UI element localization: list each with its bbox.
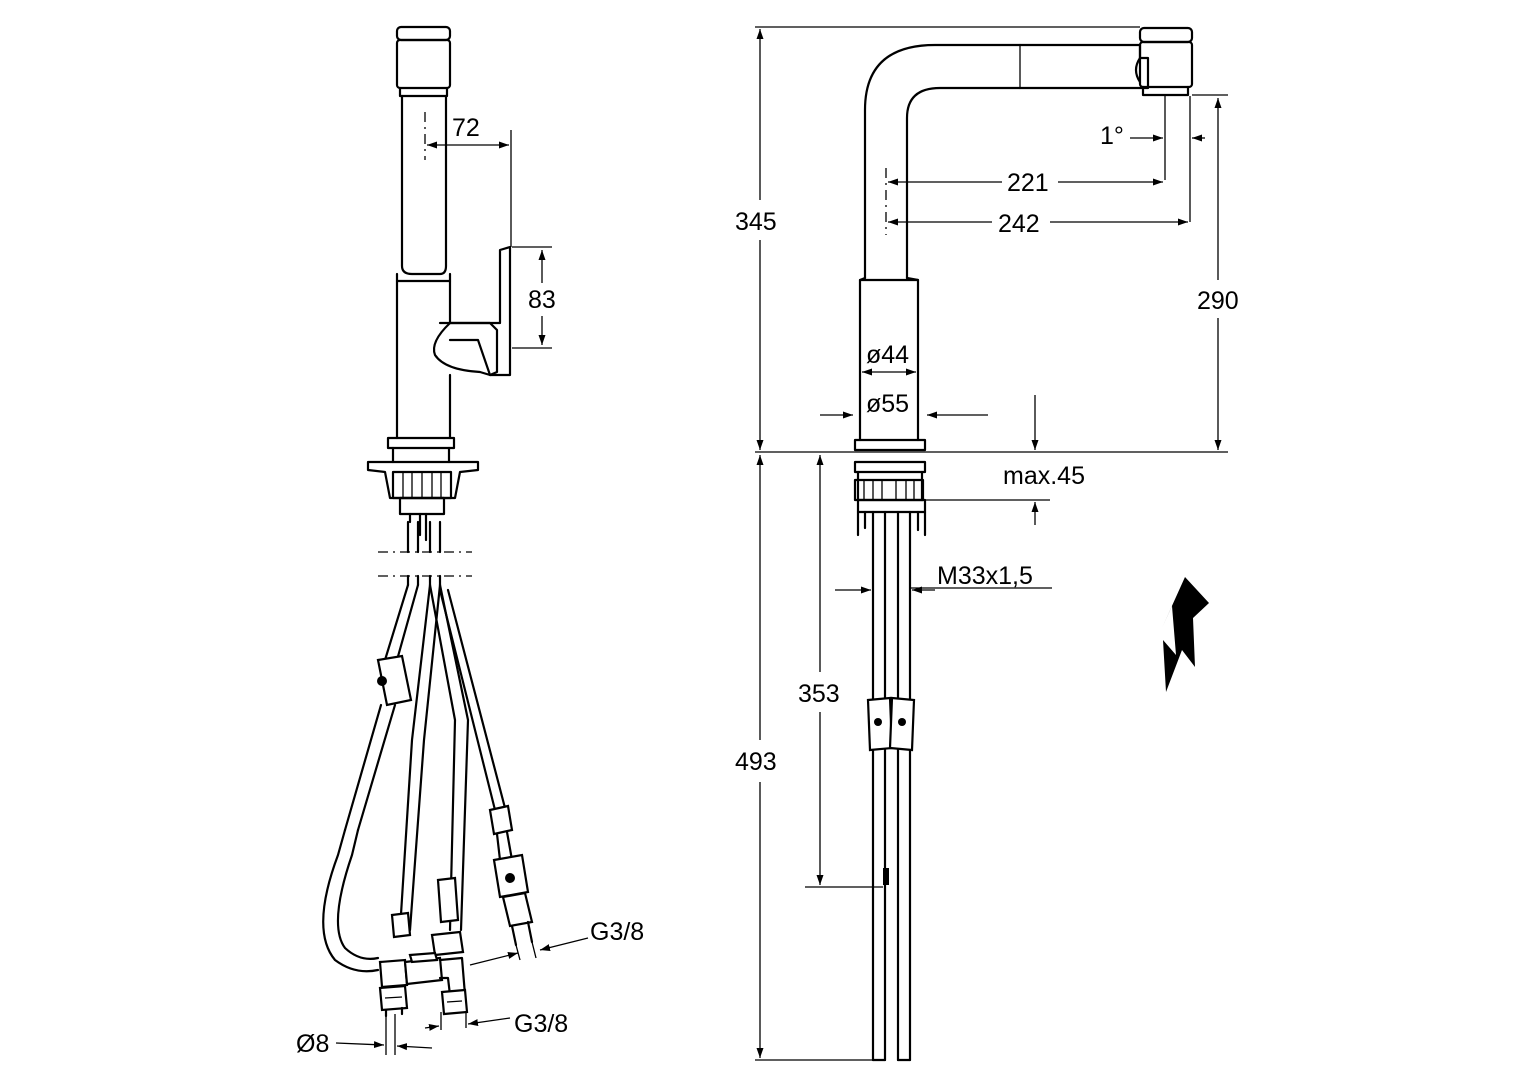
dim-g38-right-label: G3/8 [590,918,644,946]
dim-1deg: 1° [1100,96,1205,222]
dim-345-label: 345 [735,208,777,236]
dim-353: 353 [798,455,883,888]
dim-493: 493 [735,455,873,1061]
dim-g38-left: G3/8 [424,1010,568,1038]
dim-d55: ø55 [820,390,988,419]
dim-83: 83 [512,246,556,349]
dim-242-label: 242 [998,210,1040,238]
dim-g38-left-label: G3/8 [514,1010,568,1038]
dim-221-label: 221 [1007,169,1049,197]
dim-d55-label: ø55 [866,390,909,418]
dim-72-label: 72 [452,114,480,142]
dim-1deg-label: 1° [1100,122,1124,150]
dim-345: 345 [735,26,1140,450]
lightning-bolt-icon [1162,577,1209,692]
dim-m33: M33x1,5 [835,562,1052,600]
dim-290: 290 [1192,94,1239,450]
dim-max45: max.45 [905,395,1085,525]
dim-max45-label: max.45 [1003,462,1085,490]
dim-221: 221 [885,168,1163,235]
dim-d8: Ø8 [296,1014,433,1058]
dim-d44: ø44 [862,341,916,376]
front-view-faucet [853,26,1194,1062]
dim-d8-label: Ø8 [296,1030,329,1058]
dim-d44-label: ø44 [866,341,909,369]
dim-83-label: 83 [528,286,556,314]
dim-g38-right: G3/8 [469,918,644,966]
side-view-faucet [366,25,512,587]
dim-493-label: 493 [735,748,777,776]
dim-72: 72 [424,112,512,247]
dim-m33-label: M33x1,5 [937,562,1033,590]
dim-353-label: 353 [798,680,840,708]
side-view-hoses [322,583,534,1018]
dim-242: 242 [888,210,1188,238]
dim-290-label: 290 [1197,287,1239,315]
